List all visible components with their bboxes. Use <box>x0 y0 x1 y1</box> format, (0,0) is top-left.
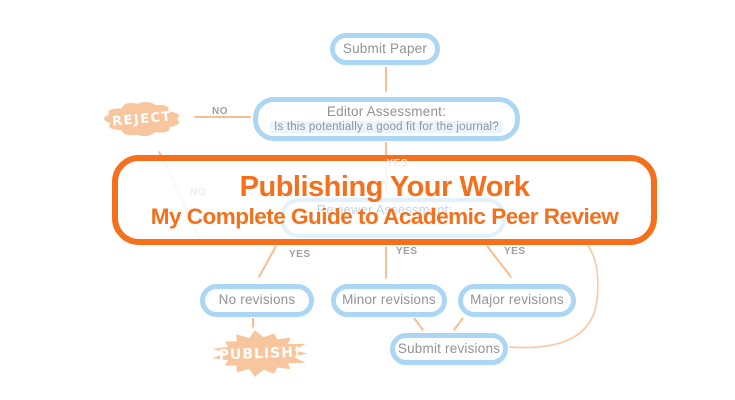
cloud-shape-icon <box>103 101 180 137</box>
node-major-revisions: Major revisions <box>458 284 576 317</box>
publish-starburst: PUBLISH! <box>210 329 310 378</box>
page-title: Publishing Your Work <box>239 171 530 203</box>
node-editor-assessment-title: Editor Assessment: <box>326 103 447 119</box>
loopback-curve-submit-revisions-to-reviewer <box>508 243 599 349</box>
node-no-revisions-label: No revisions <box>218 292 296 308</box>
node-submit-revisions: Submit revisions <box>390 333 508 365</box>
node-minor-revisions-label: Minor revisions <box>342 292 436 308</box>
publish-label: PUBLISH! <box>218 344 302 363</box>
node-submit-paper-label: Submit Paper <box>342 40 428 56</box>
title-card: YES NO Reviewer Assessment: Publishing Y… <box>112 155 657 245</box>
node-submit-paper: Submit Paper <box>330 33 440 65</box>
node-minor-revisions: Minor revisions <box>331 284 447 317</box>
reject-label: REJECT <box>111 108 173 130</box>
edge-label-yes-no-revisions: YES <box>289 249 311 260</box>
hidden-yes-label: YES <box>386 158 409 169</box>
edge-label-yes-minor-revisions: YES <box>396 246 418 257</box>
page-subtitle: My Complete Guide to Academic Peer Revie… <box>150 204 619 230</box>
node-editor-assessment: Editor Assessment: Is this potentially a… <box>253 97 520 141</box>
node-editor-assessment-question: Is this potentially a good fit for the j… <box>270 120 503 134</box>
node-no-revisions: No revisions <box>200 284 314 317</box>
node-submit-revisions-label: Submit revisions <box>397 340 501 356</box>
node-major-revisions-label: Major revisions <box>470 292 564 308</box>
edge-label-yes-major-revisions: YES <box>504 246 526 257</box>
starburst-shape-icon <box>211 330 307 377</box>
edge-label-no: NO <box>212 106 228 117</box>
reject-cloud: REJECT <box>100 97 184 141</box>
